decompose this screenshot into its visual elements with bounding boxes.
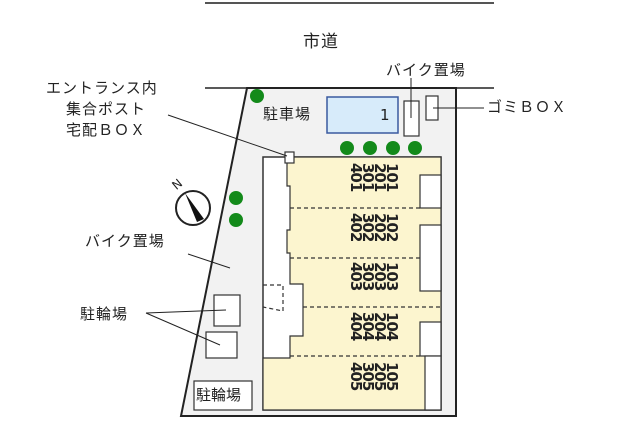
entrance-label-2: 集合ポスト: [66, 100, 147, 118]
garbage-box-label: ゴミＢＯＸ: [487, 98, 568, 116]
road-label: 市道: [303, 32, 339, 52]
units-area: [262, 156, 442, 411]
parking-space: [326, 96, 399, 134]
bicycle-parking-left-label: 駐輪場: [80, 305, 129, 323]
entrance-label-3: 宅配ＢＯＸ: [66, 121, 147, 139]
entrance-label-1: エントランス内: [46, 79, 158, 97]
bicycle-parking-3: [193, 380, 253, 411]
entrance-post-box: [284, 151, 295, 164]
parking-label: 駐車場: [263, 105, 312, 123]
bicycle-parking-2: [205, 331, 238, 359]
trees: [229, 89, 422, 227]
compass-icon: [175, 190, 211, 226]
parking-number: 1: [380, 106, 391, 124]
bicycle-parking-box-label: 駐輪場: [196, 386, 242, 404]
bike-parking-top-label: バイク置場: [386, 61, 466, 79]
bike-parking-left-label: バイク置場: [85, 232, 165, 250]
